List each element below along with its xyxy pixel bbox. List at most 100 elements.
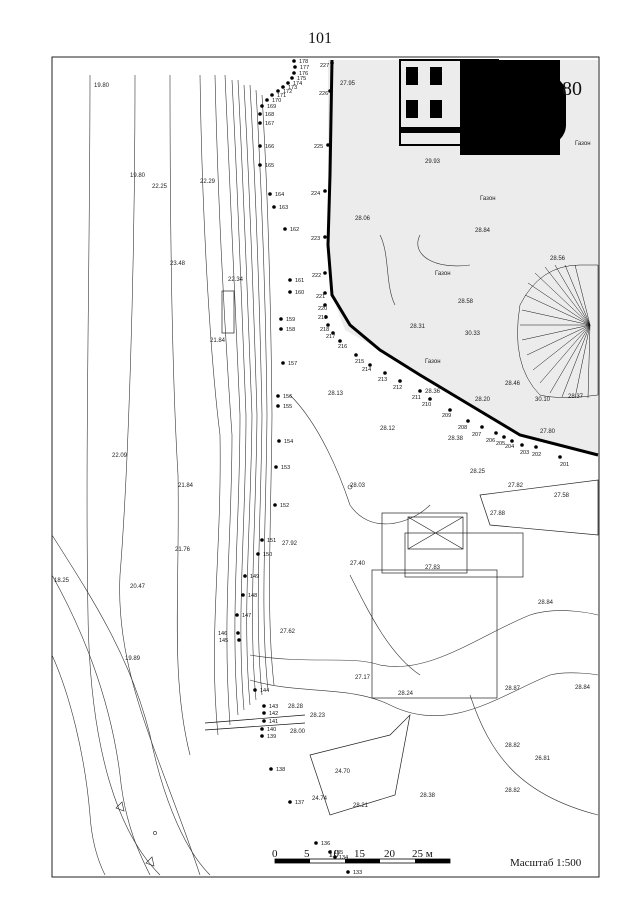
elevation-label: 27.62 — [280, 629, 296, 635]
svg-text:216: 216 — [338, 344, 347, 350]
svg-text:167: 167 — [265, 121, 274, 127]
elevation-label: 24.70 — [335, 769, 351, 775]
svg-text:151: 151 — [267, 538, 276, 544]
survey-point: 142 — [262, 711, 278, 717]
scale-tick: 5 — [304, 848, 310, 860]
svg-text:140: 140 — [267, 727, 276, 733]
svg-text:166: 166 — [265, 144, 274, 150]
elevation-label: 30.33 — [465, 331, 481, 337]
svg-text:134: 134 — [339, 855, 348, 861]
elevation-label: 27.17 — [355, 675, 371, 681]
survey-point: 140 — [260, 727, 276, 733]
elevation-label: 28.12 — [380, 426, 396, 432]
boundary-point: 208 — [458, 419, 470, 431]
svg-text:213: 213 — [378, 377, 387, 383]
survey-point: 160 — [288, 290, 304, 296]
svg-text:163: 163 — [279, 205, 288, 211]
footbridge — [204, 714, 306, 731]
svg-text:207: 207 — [472, 432, 481, 438]
elevation-label: 28.58 — [458, 299, 474, 305]
svg-text:205: 205 — [496, 441, 505, 447]
survey-point: 174 — [286, 81, 302, 87]
elevation-label: 28.84 — [475, 228, 491, 234]
survey-point: 135 — [328, 850, 343, 856]
scale-tick: 25 м — [412, 848, 433, 860]
svg-text:147: 147 — [242, 613, 251, 619]
svg-text:160: 160 — [295, 290, 304, 296]
elevation-label: 28.13 — [328, 391, 344, 397]
svg-text:161: 161 — [295, 278, 304, 284]
contour-label: 21.84 — [210, 338, 226, 344]
survey-point: 148 — [241, 593, 257, 599]
survey-point: 159 — [279, 317, 295, 323]
svg-text:223: 223 — [311, 236, 320, 242]
boundary-point: 205 — [496, 435, 506, 447]
elevation-label: 28.82 — [505, 743, 521, 749]
scale-tick: 10 — [328, 848, 340, 860]
contour-label: 19.80 — [94, 83, 110, 89]
page-number: 101 — [308, 30, 332, 47]
area-label: Газон — [480, 196, 496, 202]
scale-tick: 20 — [384, 848, 396, 860]
svg-text:157: 157 — [288, 361, 297, 367]
boundary-point: 225 — [314, 143, 330, 150]
survey-point: 144 — [253, 688, 269, 694]
svg-text:203: 203 — [520, 450, 529, 456]
svg-text:145: 145 — [219, 638, 228, 644]
svg-text:174: 174 — [293, 81, 302, 87]
boundary-point: 222 — [312, 271, 327, 279]
building — [399, 59, 566, 155]
survey-point: 175 — [290, 76, 306, 82]
contour-label: 22.25 — [152, 184, 168, 190]
boundary-point: 209 — [442, 408, 452, 419]
svg-text:138: 138 — [276, 767, 285, 773]
elevation-label: 28.36 — [425, 389, 441, 395]
boundary-point: 202 — [532, 445, 541, 458]
elevation-label: 29.93 — [425, 159, 441, 165]
svg-text:175: 175 — [297, 76, 306, 82]
svg-text:202: 202 — [532, 452, 541, 458]
area-labels: Газон Газон Газон Газон — [425, 141, 591, 365]
svg-text:221: 221 — [316, 294, 325, 300]
survey-point: 178 — [292, 59, 308, 65]
svg-text:177: 177 — [300, 65, 309, 71]
svg-text:149: 149 — [250, 574, 259, 580]
boundary-point: 218 — [320, 323, 330, 333]
svg-text:144: 144 — [260, 688, 269, 694]
contour-label: 23.48 — [170, 261, 186, 267]
svg-text:148: 148 — [248, 593, 257, 599]
svg-text:211: 211 — [412, 395, 421, 401]
svg-text:215: 215 — [355, 359, 364, 365]
elevation-label: 28.37 — [568, 394, 584, 400]
svg-text:219: 219 — [318, 315, 327, 321]
survey-point: 163 — [272, 205, 288, 211]
contour-value-labels: 19.80 19.80 22.29 22.25 23.48 22.34 21.8… — [54, 83, 244, 662]
survey-point: 155 — [276, 404, 292, 410]
svg-text:210: 210 — [422, 402, 431, 408]
survey-point: 145 — [219, 638, 241, 644]
svg-text:226: 226 — [319, 91, 328, 97]
elevation-label: 27.80 — [540, 429, 556, 435]
svg-text:158: 158 — [286, 327, 295, 333]
elevation-label: 28.20 — [475, 397, 491, 403]
survey-point: 147 — [235, 613, 251, 619]
svg-text:137: 137 — [295, 800, 304, 806]
svg-text:222: 222 — [312, 273, 321, 279]
svg-text:208: 208 — [458, 425, 467, 431]
survey-point: 138 — [269, 767, 285, 773]
svg-text:209: 209 — [442, 413, 451, 419]
svg-text:146: 146 — [218, 631, 227, 637]
svg-text:155: 155 — [283, 404, 292, 410]
svg-text:178: 178 — [299, 59, 308, 65]
boundary-point: 217 — [326, 331, 335, 340]
boundary-point: 211 — [412, 389, 422, 401]
svg-text:227: 227 — [320, 63, 329, 69]
svg-text:156: 156 — [283, 394, 292, 400]
survey-point: 141 — [262, 719, 278, 725]
survey-point: 134 — [333, 855, 348, 861]
survey-points: 136 135 134 133 137 138 139 140 141 142 … — [218, 59, 569, 876]
survey-point: 146 — [218, 631, 240, 637]
svg-text:218: 218 — [320, 327, 329, 333]
svg-text:154: 154 — [284, 439, 293, 445]
land-lots — [221, 290, 599, 816]
